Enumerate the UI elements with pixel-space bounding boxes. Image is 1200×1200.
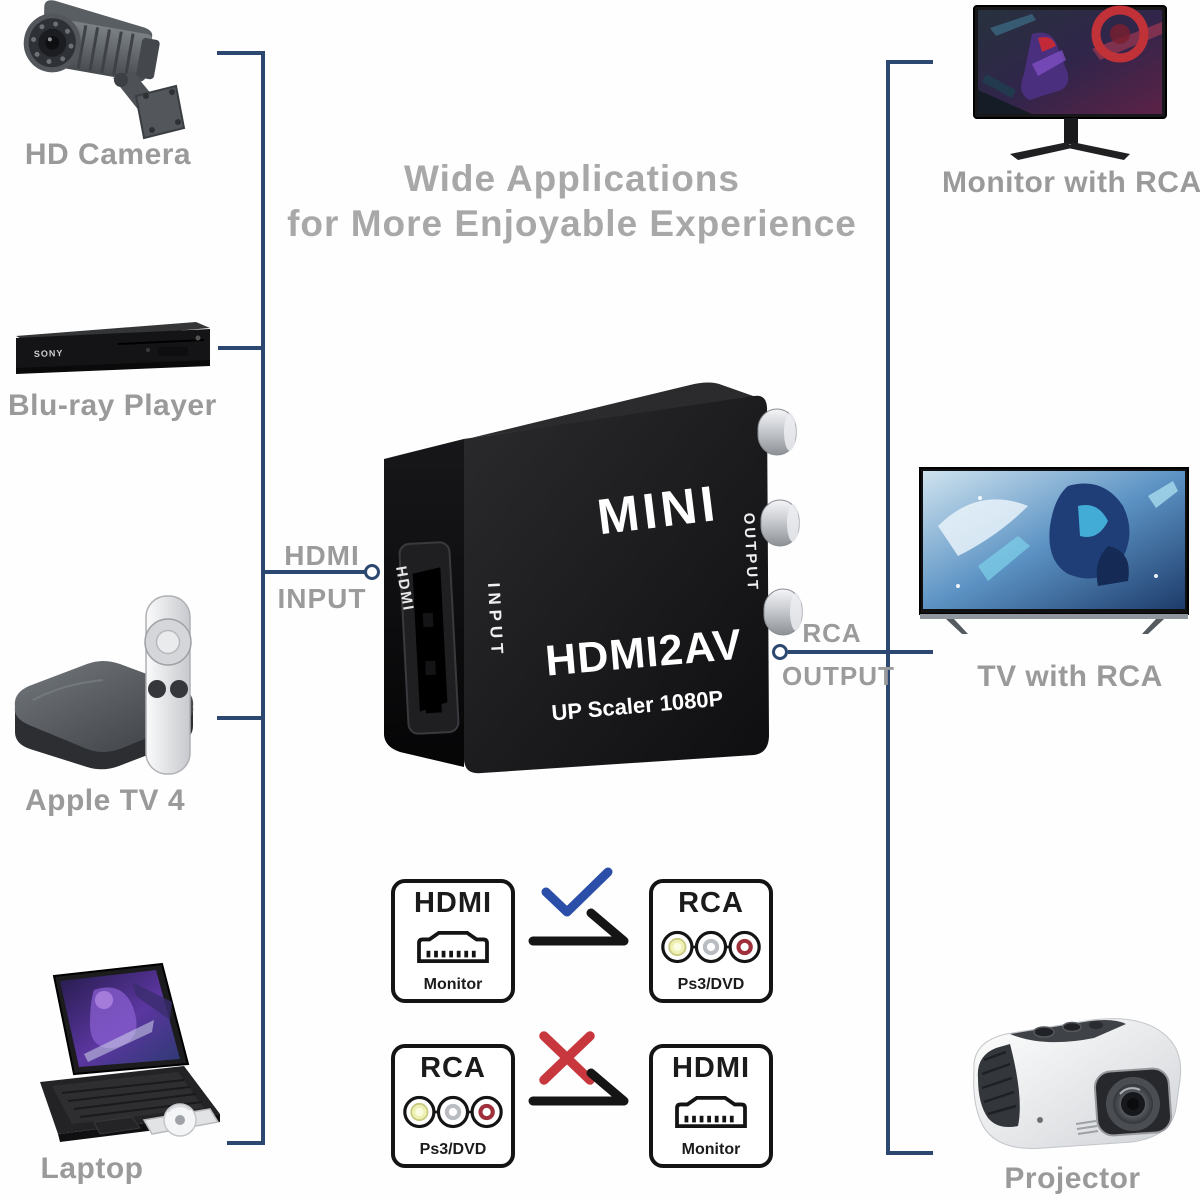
headline-line1: Wide Applications — [404, 158, 740, 199]
hdmi-port-icon — [417, 930, 489, 964]
bluray-player-image: SONY — [16, 322, 210, 374]
compat-row2-from-caption: Ps3/DVD — [419, 1141, 487, 1158]
hdmi-input-label-line1: HDMI — [284, 540, 360, 571]
monitor-image — [973, 5, 1167, 160]
rca-output-label-line1: RCA — [802, 618, 862, 648]
compat-row1-from-card: HDMI Monitor — [391, 879, 515, 1003]
hdmi-input-branch-line — [263, 570, 365, 574]
apple-tv-label: Apple TV 4 — [24, 784, 186, 817]
right-trunk-line — [886, 60, 890, 1155]
hdmi-input-node — [364, 564, 380, 580]
rca-jacks-icon — [403, 1095, 503, 1129]
hd-camera-image — [23, 0, 186, 140]
tv-image — [919, 467, 1189, 634]
headline-line2: for More Enjoyable Experience — [287, 203, 857, 244]
projector-image — [973, 1018, 1182, 1149]
compat-row2-from-title: RCA — [420, 1052, 486, 1084]
rca-output-label: RCA OUTPUT — [782, 612, 895, 698]
rca-output-branch-line — [788, 650, 933, 654]
left-trunk-line — [261, 51, 265, 1145]
compat-row2-to-card: HDMI Monitor — [649, 1044, 773, 1168]
compat-row1-to-title: RCA — [678, 887, 744, 919]
compat-row2-from-card: RCA Ps3/DVD — [391, 1044, 515, 1168]
check-icon — [541, 867, 613, 917]
compat-row2-to-title: HDMI — [671, 1052, 751, 1084]
converter-top-face — [384, 382, 756, 459]
projector-branch-line — [886, 1151, 933, 1155]
converter-input-text: INPUT — [484, 582, 507, 659]
hdmi2av-converter-image: HDMI INPUT MINI HDMI2AV UP Scaler 1080P … — [384, 382, 803, 774]
projector-label: Projector — [1004, 1162, 1141, 1195]
monitor-label: Monitor with RCA — [942, 166, 1200, 199]
compat-row1-to-card: RCA Ps3/DVD — [649, 879, 773, 1003]
hd-camera-branch-line — [217, 51, 265, 55]
headline: Wide Applications for More Enjoyable Exp… — [270, 156, 874, 246]
tv-label: TV with RCA — [977, 660, 1163, 693]
bluray-branch-line — [218, 346, 265, 350]
hdmi-port-icon — [675, 1095, 747, 1129]
hd-camera-label: HD Camera — [24, 138, 192, 171]
bluray-brand-text: SONY — [34, 348, 64, 359]
compat-row1-to-caption: Ps3/DVD — [677, 976, 745, 993]
compat-row1-from-caption: Monitor — [423, 976, 483, 993]
rca-jacks-icon — [661, 930, 761, 964]
rca-output-node — [772, 644, 788, 660]
laptop-image — [40, 962, 220, 1142]
hdmi-input-label: HDMI INPUT — [274, 534, 370, 620]
rca-output-label-line2: OUTPUT — [782, 661, 895, 691]
bluray-player-label: Blu-ray Player — [8, 389, 217, 422]
hdmi-input-label-line2: INPUT — [277, 583, 367, 614]
apple-tv-branch-line — [217, 716, 265, 720]
arrow-right-icon — [528, 1068, 629, 1106]
converter-front-face — [464, 395, 769, 774]
apple-tv-image — [14, 595, 194, 775]
laptop-branch-line — [227, 1141, 265, 1145]
hdmi-port — [398, 541, 460, 735]
cross-icon — [539, 1031, 595, 1085]
compat-row1-from-title: HDMI — [413, 887, 493, 919]
converter-output-text: OUTPUT — [740, 512, 761, 592]
compat-row2-to-caption: Monitor — [681, 1141, 741, 1158]
monitor-branch-line — [886, 60, 933, 64]
laptop-label: Laptop — [40, 1152, 144, 1185]
arrow-right-icon — [528, 908, 629, 946]
